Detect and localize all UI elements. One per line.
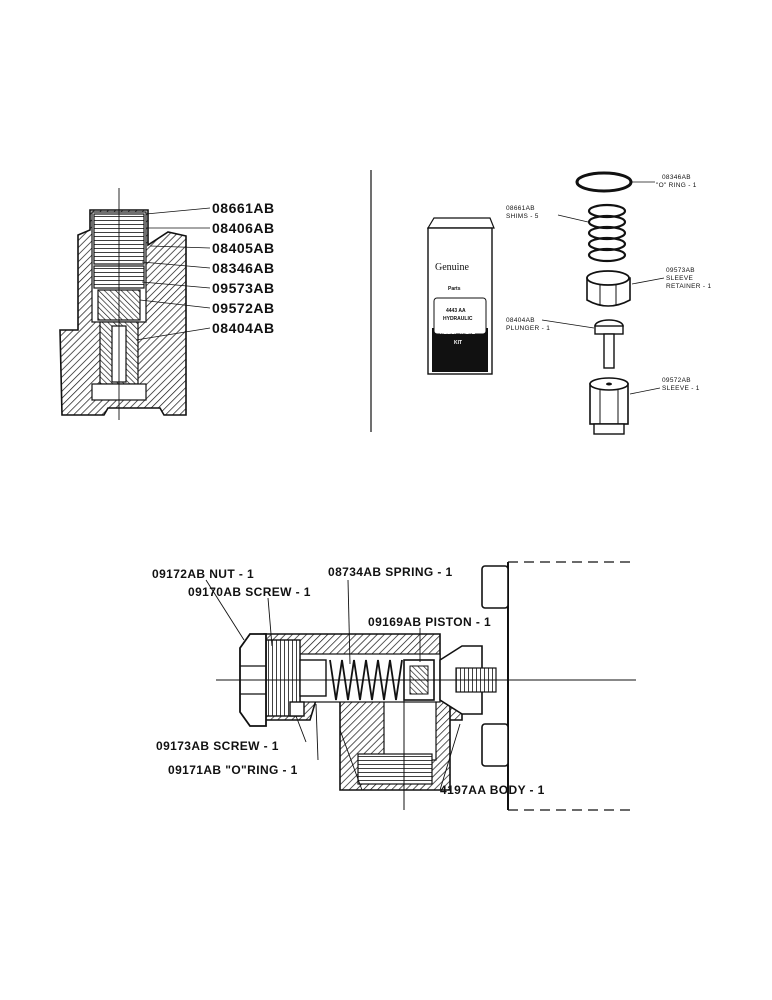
label-retainer-number: 09573AB [666,267,695,274]
label-sleeve-desc: SLEEVE - 1 [662,385,700,392]
callout-screw: 09170AB SCREW - 1 [188,585,311,599]
assembly-callouts: 09172AB NUT - 1 09170AB SCREW - 1 08734A… [152,565,545,797]
callout-08406ab: 08406AB [212,220,275,236]
callout-08661ab: 08661AB [212,200,275,216]
kit-box-genuine: Genuine [435,262,469,273]
callout-08404ab: 08404AB [212,320,275,336]
callout-08346ab: 08346AB [212,260,275,276]
label-plunger-desc: PLUNGER - 1 [506,325,550,332]
relief-valve-section [59,188,187,420]
kit-box-parts: Parts [448,286,461,292]
callout-oring: 09171AB "O"RING - 1 [168,763,298,777]
section-callouts: 08661AB 08406AB 08405AB 08346AB 09573AB … [212,200,275,336]
kit-leaders [541,181,665,395]
sleeve-part [589,377,629,435]
label-oring-desc: "O" RING - 1 [656,182,697,189]
callout-nut: 09172AB NUT - 1 [152,567,254,581]
section-leaders [135,207,211,341]
label-shims-desc: SHIMS - 5 [506,213,539,220]
kit-labels: 08346AB "O" RING - 1 08661AB SHIMS - 5 0… [506,174,711,392]
callout-piston: 09169AB PISTON - 1 [368,615,491,629]
assembly-section [216,561,636,811]
o-ring-part [575,171,633,193]
callout-08405ab: 08405AB [212,240,275,256]
kit-box-hydraulic: HYDRAULIC [443,316,473,322]
callout-body: 4197AA BODY - 1 [440,783,545,797]
kit-box-kit: KIT [454,340,462,346]
assembly-leaders [205,579,461,791]
label-retainer-desc2: RETAINER - 1 [666,283,711,290]
callout-09572ab: 09572AB [212,300,275,316]
label-sleeve-number: 09572AB [662,377,691,384]
callout-spring: 08734AB SPRING - 1 [328,565,453,579]
label-shims-number: 08661AB [506,205,535,212]
kit-box-relief: RELIEF VALVE [440,330,476,336]
plunger-part [594,319,624,369]
label-oring-number: 08346AB [662,174,691,181]
sleeve-retainer-part [586,270,631,307]
kit-box: Genuine Parts 4443 AA HYDRAULIC RELIEF V… [426,217,495,375]
kit-box-number: 4443 AA [446,308,466,314]
shims-part [587,203,627,263]
callout-set-screw: 09173AB SCREW - 1 [156,739,279,753]
label-retainer-desc: SLEEVE [666,275,693,282]
label-plunger-number: 08404AB [506,317,535,324]
callout-09573ab: 09573AB [212,280,275,296]
